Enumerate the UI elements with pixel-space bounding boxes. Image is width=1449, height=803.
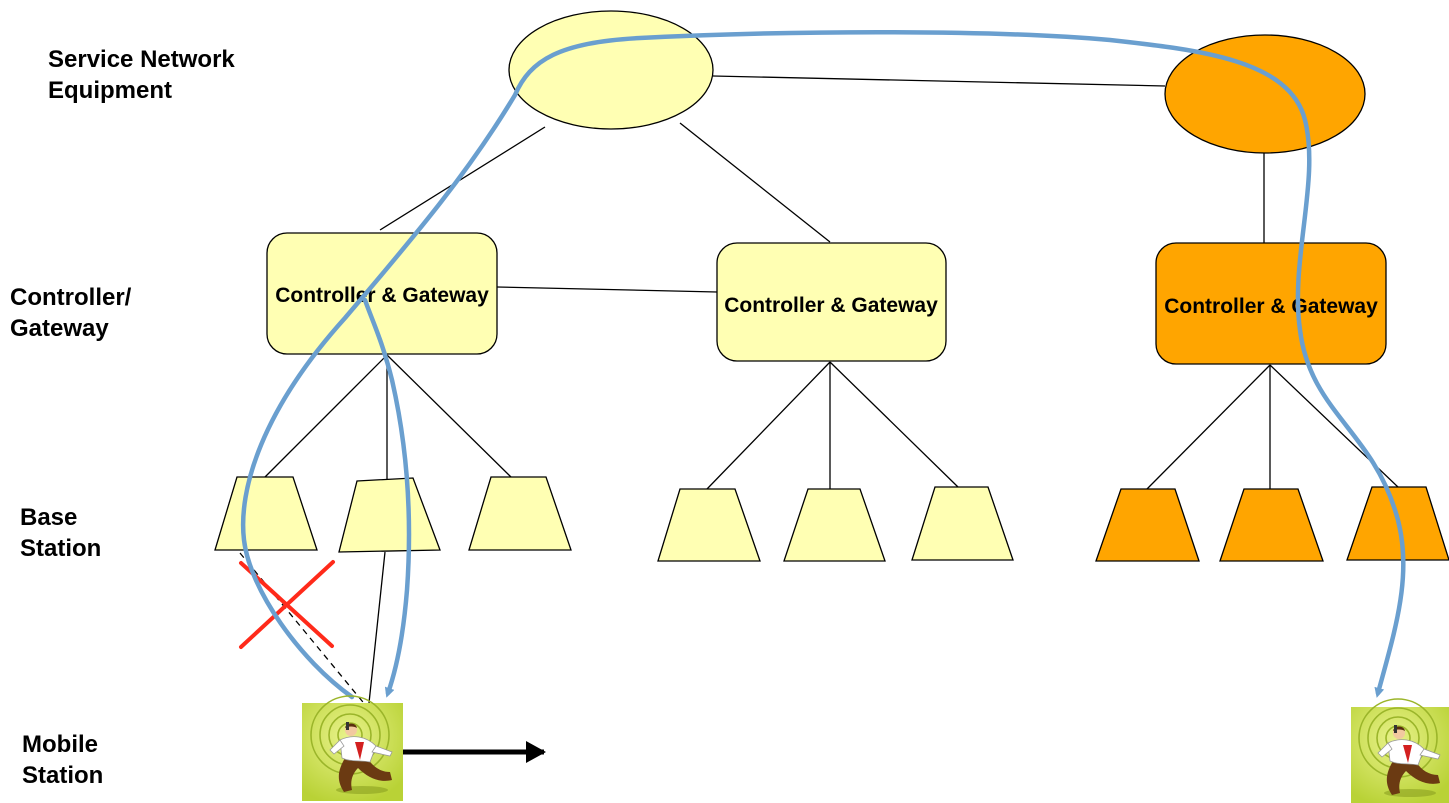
controller-gateway-2-label: Controller & Gateway (724, 294, 938, 317)
base-station-6 (911, 486, 1014, 561)
controller-gateway-1: Controller & Gateway (266, 232, 498, 355)
base-station-8 (1219, 488, 1324, 562)
mobile-station-right (1351, 698, 1449, 803)
link-controller-1-to-controller-2 (496, 286, 718, 293)
base-station-4 (657, 488, 761, 562)
base-station-3 (468, 476, 572, 551)
controller-gateway-1-label: Controller & Gateway (275, 284, 489, 307)
link-c3-bs7 (1146, 364, 1271, 490)
controller-gateway-2: Controller & Gateway (716, 242, 947, 362)
service-network-equipment-a (508, 10, 714, 130)
base-station-7 (1095, 488, 1200, 562)
link-c2-bs4 (706, 361, 831, 490)
link-network-a-to-controller-1 (379, 126, 546, 231)
dashed-link-bs1-mobile-station (239, 552, 368, 708)
base-station-2 (338, 477, 441, 553)
service-network-equipment-b (1164, 34, 1366, 154)
controller-gateway-3-label: Controller & Gateway (1164, 295, 1378, 318)
mobile-station-left (302, 695, 403, 801)
handover-path-local (362, 297, 412, 698)
handover-path-to-remote-network (240, 29, 1406, 700)
topology-links (239, 75, 1399, 708)
running-businessman-with-phone-icon (1358, 698, 1441, 797)
base-station-1 (214, 476, 318, 551)
base-station-5 (783, 488, 886, 562)
link-network-a-to-controller-2 (679, 122, 831, 243)
link-c1-bs3 (386, 354, 513, 479)
link-bs2-mobile-station (368, 551, 386, 704)
row-label-controller-gateway: Controller/Gateway (10, 284, 132, 342)
controller-gateway-3: Controller & Gateway (1155, 242, 1387, 365)
link-c2-bs6 (829, 361, 959, 488)
link-network-a-to-network-b (712, 75, 1166, 87)
running-businessman-with-phone-icon (310, 695, 393, 794)
link-c1-bs1 (264, 354, 388, 478)
